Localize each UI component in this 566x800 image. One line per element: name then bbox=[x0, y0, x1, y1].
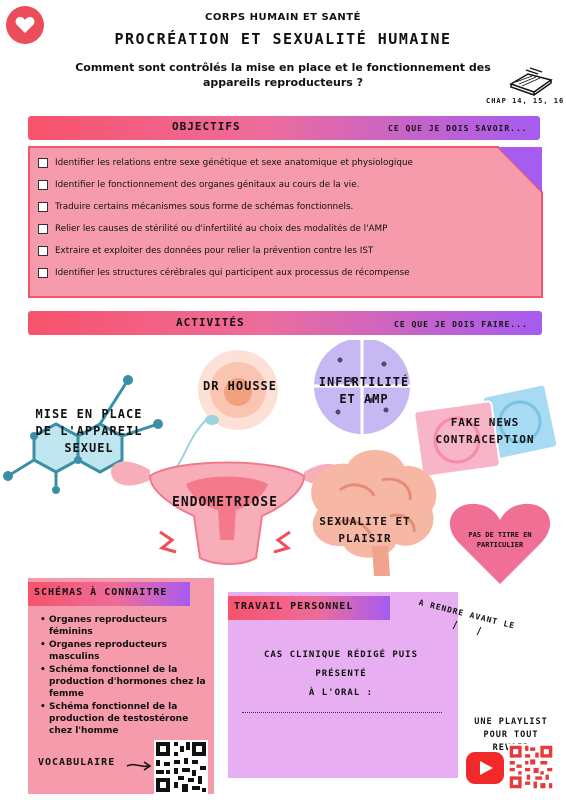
pink-heart-icon bbox=[449, 503, 551, 584]
arrow-right-icon bbox=[126, 761, 152, 771]
book-icon bbox=[508, 66, 554, 100]
travail-description: CAS CLINIQUE RÉDIGÉ PUIS PRÉSENTÉ À L'OR… bbox=[263, 650, 419, 698]
list-item: Schéma fonctionnel de la production d'ho… bbox=[40, 664, 210, 700]
checkbox[interactable] bbox=[38, 268, 48, 278]
playlist-qr-code[interactable] bbox=[508, 744, 554, 790]
travail-title: TRAVAIL PERSONNEL bbox=[234, 601, 354, 612]
vocab-qr-code[interactable] bbox=[154, 740, 208, 794]
checkbox[interactable] bbox=[38, 246, 48, 256]
objectives-bar bbox=[28, 116, 540, 140]
list-item: Organes reproducteurs féminins bbox=[40, 614, 210, 638]
sperm-circle-icon bbox=[314, 340, 410, 434]
objective-item[interactable]: Relier les causes de stérilité ou d'infe… bbox=[38, 224, 387, 234]
guiding-question: Comment sont contrôlés la mise en place … bbox=[75, 61, 491, 89]
subject-heading: CORPS HUMAIN ET SANTÉ bbox=[205, 12, 361, 23]
activity-endometriose[interactable]: ENDOMETRIOSE bbox=[172, 495, 278, 510]
activities-illustration bbox=[3, 340, 559, 584]
objective-item[interactable]: Identifier les structures cérébrales qui… bbox=[38, 268, 410, 278]
molecule-icon bbox=[7, 379, 159, 490]
activities-subtitle: CE QUE JE DOIS FAIRE... bbox=[394, 320, 528, 329]
objectives-subtitle: CE QUE JE DOIS SAVOIR... bbox=[388, 124, 528, 133]
objective-item[interactable]: Identifier le fonctionnement des organes… bbox=[38, 180, 359, 190]
vocabulary-label: VOCABULAIRE bbox=[38, 757, 116, 768]
activity-fake-news[interactable]: FAKE NEWS CONTRACEPTION bbox=[435, 416, 535, 446]
activity-sexualite[interactable]: SEXUALITE ET PLAISIR bbox=[319, 515, 411, 545]
list-item: Schéma fonctionnel de la production de t… bbox=[40, 701, 210, 737]
qr-code-icon bbox=[154, 740, 208, 794]
page-title: PROCRÉATION ET SEXUALITÉ HUMAINE bbox=[114, 30, 452, 48]
objective-item[interactable]: Traduire certains mécanismes sous forme … bbox=[38, 202, 353, 212]
list-item: Organes reproducteurs masculins bbox=[40, 639, 210, 663]
activities-bar bbox=[28, 311, 542, 335]
ovum-icon bbox=[175, 350, 278, 469]
condom-pack-icon bbox=[413, 383, 559, 478]
chapters-label: CHAP 14, 15, 16 bbox=[486, 97, 565, 105]
activity-infertilite[interactable]: INFERTILITÉ ET AMP bbox=[318, 375, 410, 406]
schemas-header-bar bbox=[28, 582, 190, 606]
checkbox[interactable] bbox=[38, 202, 48, 212]
checkbox[interactable] bbox=[38, 158, 48, 168]
heart-icon bbox=[15, 17, 35, 33]
activities-title: ACTIVITÉS bbox=[176, 316, 245, 329]
heart-logo bbox=[6, 6, 44, 44]
uterus-icon bbox=[111, 461, 344, 565]
date-slash: / bbox=[476, 626, 484, 637]
activity-dr-housse[interactable]: DR HOUSSE bbox=[202, 379, 278, 393]
objective-item[interactable]: Identifier les relations entre sexe géné… bbox=[38, 158, 413, 168]
objectives-title: OBJECTIFS bbox=[172, 120, 241, 133]
answer-line[interactable] bbox=[242, 712, 442, 713]
brain-icon bbox=[311, 449, 437, 576]
objectives-box: Identifier les relations entre sexe géné… bbox=[28, 146, 543, 298]
activity-mise-en-place[interactable]: MISE EN PLACE DE L'APPAREIL SEXUEL bbox=[35, 407, 143, 455]
checkbox[interactable] bbox=[38, 224, 48, 234]
travail-box bbox=[228, 592, 458, 778]
schemas-list: Organes reproducteurs féminins Organes r… bbox=[40, 614, 210, 738]
objective-item[interactable]: Extraire et exploiter des données pour r… bbox=[38, 246, 373, 256]
youtube-icon[interactable] bbox=[466, 752, 504, 784]
checkbox[interactable] bbox=[38, 180, 48, 190]
qr-code-icon bbox=[508, 744, 554, 790]
activity-heart[interactable]: PAS DE TITRE EN PARTICULIER bbox=[468, 531, 532, 549]
date-slash: / bbox=[452, 620, 460, 631]
travail-header-bar bbox=[228, 596, 390, 620]
schemas-title: SCHÉMAS À CONNAITRE bbox=[34, 587, 168, 598]
